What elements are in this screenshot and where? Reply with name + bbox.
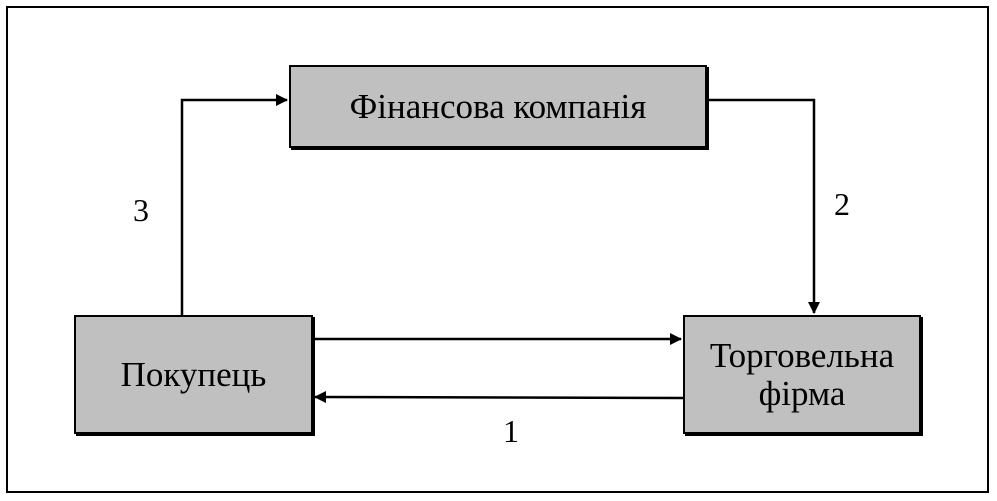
edge-label-3: 3: [133, 192, 149, 228]
edge-label-1: 1: [503, 413, 519, 449]
finance-company-label: Фінансова компанія: [349, 86, 647, 126]
edge-label-2: 2: [834, 186, 850, 222]
buyer-label: Покупець: [120, 354, 267, 394]
finance-company-box: Фінансова компанія: [289, 65, 707, 148]
trade-firm-label: Торговельна фірма: [709, 335, 895, 413]
diagram-frame: [6, 6, 989, 493]
trade-firm-box: Торговельна фірма: [683, 315, 921, 434]
buyer-box: Покупець: [74, 315, 313, 434]
arrow-finance-to-trade: [707, 98, 820, 314]
arrow-trade-to-buyer: [314, 391, 684, 404]
arrow-buyer-to-finance: [180, 94, 288, 315]
